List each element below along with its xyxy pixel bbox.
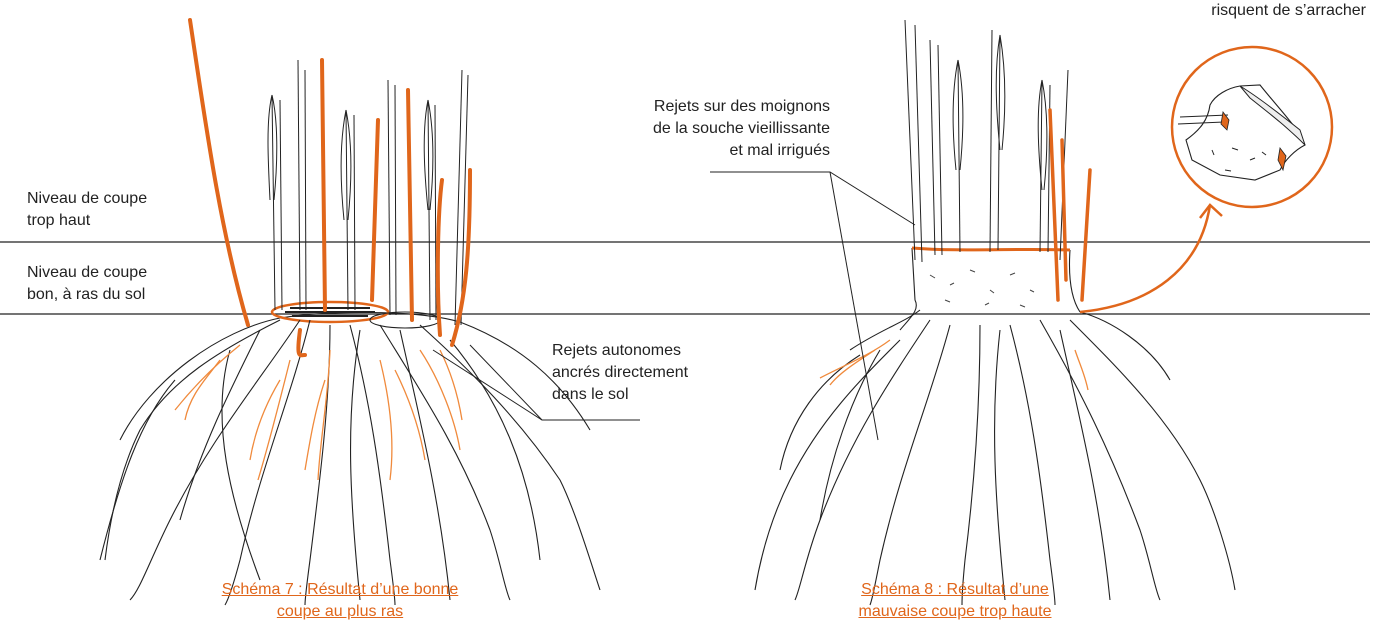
caption-schema-7-line1: Schéma 7 : Résultat d’une bonne [170, 579, 510, 601]
caption-schema-8: Schéma 8 : Résultat d’une mauvaise coupe… [790, 579, 1120, 623]
label-stump-shoots-line1: Rejets sur des moignons [580, 96, 830, 118]
label-stump-shoots: Rejets sur des moignons de la souche vie… [580, 96, 830, 162]
label-cut-too-high-line1: Niveau de coupe [27, 188, 147, 210]
caption-schema-7: Schéma 7 : Résultat d’une bonne coupe au… [170, 579, 510, 623]
label-tear-risk-line1: risquent de s’arracher [1150, 0, 1366, 22]
label-cut-good-line1: Niveau de coupe [27, 262, 147, 284]
label-cut-good-line2: bon, à ras du sol [27, 284, 147, 306]
label-cut-too-high: Niveau de coupe trop haut [27, 188, 147, 232]
label-stump-shoots-line2: de la souche vieillissante [580, 118, 830, 140]
label-tear-risk: risquent de s’arracher [1150, 0, 1366, 22]
label-autonomous-shoots-line1: Rejets autonomes [552, 340, 688, 362]
caption-schema-8-line2: mauvaise coupe trop haute [790, 601, 1120, 623]
label-cut-too-high-line2: trop haut [27, 210, 147, 232]
caption-schema-8-line1: Schéma 8 : Résultat d’une [790, 579, 1120, 601]
label-autonomous-shoots-line3: dans le sol [552, 384, 688, 406]
label-cut-good: Niveau de coupe bon, à ras du sol [27, 262, 147, 306]
label-autonomous-shoots-line2: ancrés directement [552, 362, 688, 384]
label-autonomous-shoots: Rejets autonomes ancrés directement dans… [552, 340, 688, 406]
zoom-detail-circle [1172, 47, 1332, 207]
caption-schema-7-line2: coupe au plus ras [170, 601, 510, 623]
plant-good-cut [100, 20, 600, 605]
zoom-arrow [1080, 205, 1222, 312]
label-stump-shoots-line3: et mal irrigués [580, 140, 830, 162]
